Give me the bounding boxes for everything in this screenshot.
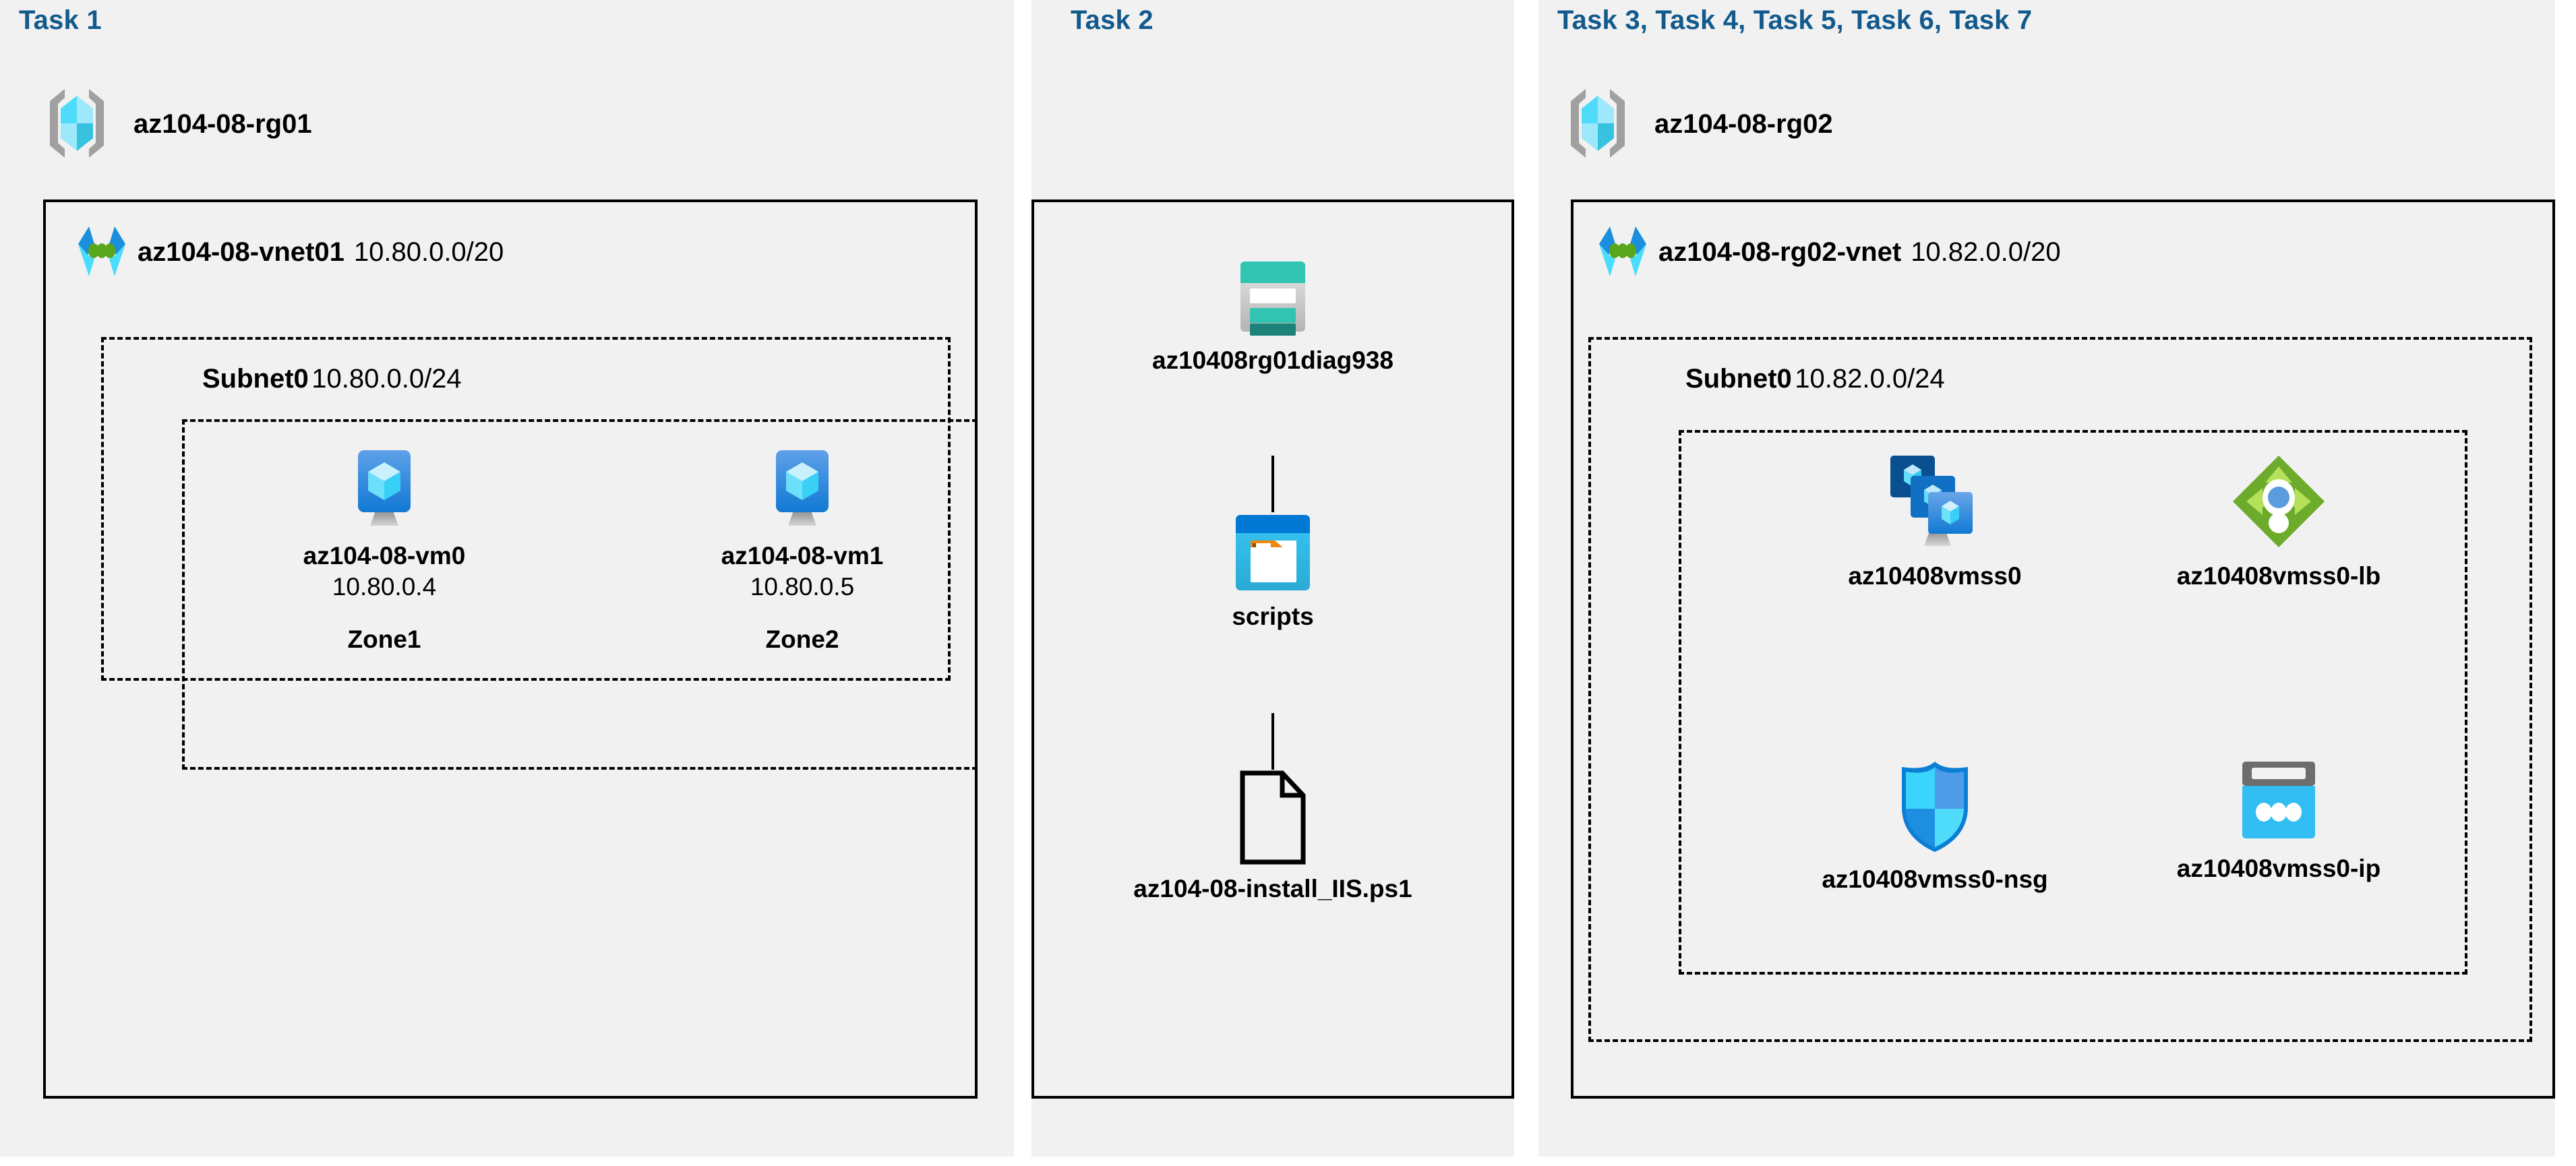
vm-availability-zone-box [182,419,978,770]
vnet01-name: az104-08-vnet01 [138,237,345,267]
connector-storage-to-container [1271,456,1274,512]
storage-account-icon [1232,256,1313,337]
resource-group-label-rg02: az104-08-rg02 [1654,109,1833,139]
load-balancer-label: az10408vmss0-lb [2176,562,2381,590]
rg02-vnet-name: az104-08-rg02-vnet [1658,237,1902,267]
blob-container-label: scripts [1232,603,1314,630]
virtual-network-icon [1596,224,1649,280]
vm-ip-1: 10.80.0.5 [750,573,855,601]
public-ip-node[interactable]: az10408vmss0-ip [2144,758,2414,883]
rg02-resources-box [1679,430,2467,975]
vm-node-0[interactable]: az104-08-vm0 10.80.0.4 Zone1 [270,446,499,654]
subnet0-box-rg01 [101,337,951,681]
blob-container-node[interactable]: scripts [1104,512,1441,631]
blob-container-icon [1230,512,1315,593]
storage-account-label: az10408rg01diag938 [1152,346,1394,374]
vm-zone-1: Zone2 [765,625,839,653]
public-ip-address-icon [2231,758,2326,845]
subnet0-header-rg02: Subnet0 10.82.0.0/24 [1685,364,1945,394]
vmss-label: az10408vmss0 [1848,562,2022,590]
virtual-network-icon [76,224,128,280]
resource-group-icon-rg01 [46,86,108,160]
rg02-vnet-cidr: 10.82.0.0/20 [1911,237,2061,267]
vnet01-cidr: 10.80.0.0/20 [353,237,504,267]
nsg-node[interactable]: az10408vmss0-nsg [1800,758,2070,894]
rg02-vnet-header: az104-08-rg02-vnet 10.82.0.0/20 [1596,224,2061,280]
script-file-node[interactable]: az104-08-install_IIS.ps1 [1071,770,1475,903]
vmss-node[interactable]: az10408vmss0 [1800,450,2070,590]
task1-title: Task 1 [19,5,102,35]
task3to7-panel [1538,0,2555,1157]
network-security-group-icon [1891,758,1979,856]
vm-name-0: az104-08-vm0 [303,542,466,570]
subnet0-header-rg01: Subnet0 10.80.0.0/24 [202,364,462,394]
virtual-machine-icon [340,446,428,532]
resource-group-icon-rg02 [1567,86,1629,160]
subnet0-name-rg02: Subnet0 [1685,364,1792,394]
subnet0-cidr-rg02: 10.82.0.0/24 [1795,364,1945,394]
task1-panel [0,0,1014,1157]
script-file-label: az104-08-install_IIS.ps1 [1133,875,1412,902]
storage-account-node[interactable]: az10408rg01diag938 [1104,256,1441,375]
subnet0-box-rg02 [1588,337,2532,1042]
vm-zone-0: Zone1 [347,625,421,653]
vnet01-header: az104-08-vnet01 10.80.0.0/20 [76,224,504,280]
vm-ip-0: 10.80.0.4 [332,573,437,601]
resource-group-label-rg01: az104-08-rg01 [133,109,312,139]
load-balancer-icon [2227,450,2330,553]
public-ip-label: az10408vmss0-ip [2176,855,2381,882]
vm-name-1: az104-08-vm1 [721,542,884,570]
subnet0-cidr-rg01: 10.80.0.0/24 [311,364,462,394]
rg02-vnet-box [1571,200,2555,1099]
vmss-icon [1884,450,1986,553]
nsg-label: az10408vmss0-nsg [1822,865,2048,893]
task3to7-title: Task 3, Task 4, Task 5, Task 6, Task 7 [1557,5,2033,35]
file-document-icon [1238,770,1308,865]
subnet0-name-rg01: Subnet0 [202,364,309,394]
load-balancer-node[interactable]: az10408vmss0-lb [2144,450,2414,590]
vm-node-1[interactable]: az104-08-vm1 10.80.0.5 Zone2 [688,446,917,654]
task2-title: Task 2 [1071,5,1154,35]
connector-container-to-file [1271,713,1274,770]
virtual-machine-icon [758,446,846,532]
task2-content-box [1031,200,1514,1099]
